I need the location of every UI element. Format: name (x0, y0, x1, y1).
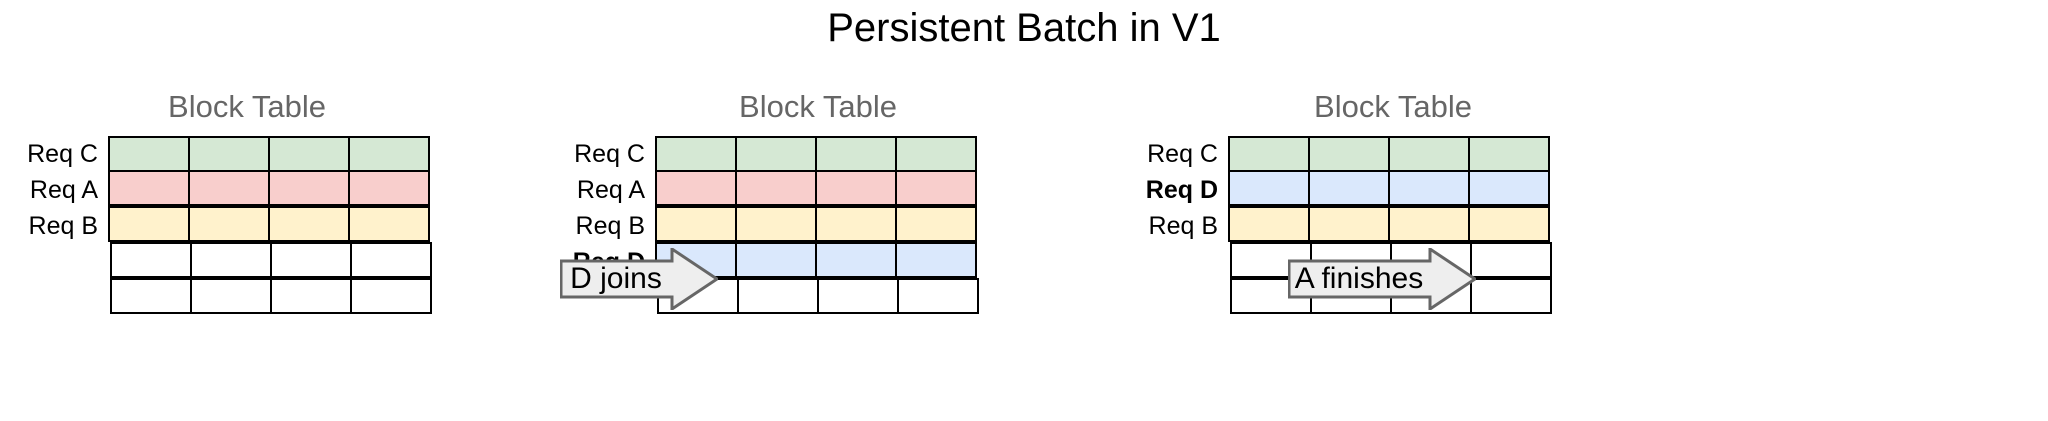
block-cell (270, 278, 352, 314)
block-cell (655, 170, 737, 206)
block-cell (737, 278, 819, 314)
block-table-grid: Req C Req A Req B (27, 136, 432, 316)
row-label: Req B (28, 212, 98, 240)
block-cell (815, 136, 897, 172)
arrow-label: A finishes (1294, 262, 1424, 295)
table-row: Req B (29, 206, 432, 244)
block-cell (735, 242, 817, 278)
table-row: Req C (574, 136, 979, 172)
block-cell (815, 242, 897, 278)
block-cell (188, 206, 270, 242)
arrow-shape (1288, 248, 1476, 310)
block-cell (1468, 206, 1550, 242)
block-cell (188, 170, 270, 206)
block-cell (350, 242, 432, 278)
block-cell (735, 136, 817, 172)
table-row: Req C (27, 136, 432, 172)
block-cell (1388, 136, 1470, 172)
block-cell (268, 206, 350, 242)
block-table-title: Block Table (739, 89, 897, 124)
block-cell (270, 242, 352, 278)
block-cell (1228, 170, 1310, 206)
table-row: Req B (1149, 206, 1552, 244)
block-cell (1228, 206, 1310, 242)
block-table-title: Block Table (1314, 89, 1472, 124)
block-cell (1308, 206, 1390, 242)
page-title: Persistent Batch in V1 (827, 6, 1221, 50)
block-cell (190, 278, 272, 314)
block-cell (108, 206, 190, 242)
block-cell (735, 170, 817, 206)
table-row (110, 242, 432, 280)
block-cell (1468, 170, 1550, 206)
block-table-title: Block Table (168, 89, 326, 124)
table-row: Req C (1147, 136, 1552, 172)
block-cell (735, 206, 817, 242)
block-cell (190, 242, 272, 278)
block-cell (348, 206, 430, 242)
block-cell (1388, 206, 1470, 242)
block-cell (895, 170, 977, 206)
block-cell (348, 170, 430, 206)
row-label: Req C (574, 140, 645, 168)
arrow-shape (560, 248, 718, 310)
block-cell (815, 206, 897, 242)
row-label: Req D (1145, 176, 1218, 204)
block-cell (108, 136, 190, 172)
block-cell (895, 136, 977, 172)
block-cell (108, 170, 190, 206)
block-cell (188, 136, 270, 172)
block-cell (817, 278, 899, 314)
table-row: Req B (576, 206, 979, 244)
block-cell (268, 136, 350, 172)
block-cell (268, 170, 350, 206)
row-label: Req B (1148, 212, 1218, 240)
block-cell (350, 278, 432, 314)
block-cell (110, 278, 192, 314)
block-cell (895, 206, 977, 242)
row-label: Req B (575, 212, 645, 240)
block-cell (1228, 136, 1310, 172)
table-row: Req A (30, 170, 432, 208)
block-cell (1470, 278, 1552, 314)
row-label: Req C (27, 140, 98, 168)
block-cell (895, 242, 977, 278)
block-cell (815, 170, 897, 206)
block-cell (897, 278, 979, 314)
arrow-label: D joins (570, 262, 662, 295)
block-cell (1388, 170, 1470, 206)
block-cell (655, 136, 737, 172)
transition-arrow: D joins (560, 248, 718, 310)
block-cell (1308, 136, 1390, 172)
table-row: Req A (577, 170, 979, 208)
block-cell (1468, 136, 1550, 172)
transition-arrow: A finishes (1288, 248, 1476, 310)
block-cell (348, 136, 430, 172)
block-cell (1470, 242, 1552, 278)
row-label: Req A (29, 176, 98, 204)
block-cell (655, 206, 737, 242)
table-row: Req D (1146, 170, 1552, 208)
block-cell (1308, 170, 1390, 206)
row-label: Req C (1147, 140, 1218, 168)
table-row (110, 278, 432, 316)
row-label: Req A (576, 176, 645, 204)
block-cell (110, 242, 192, 278)
